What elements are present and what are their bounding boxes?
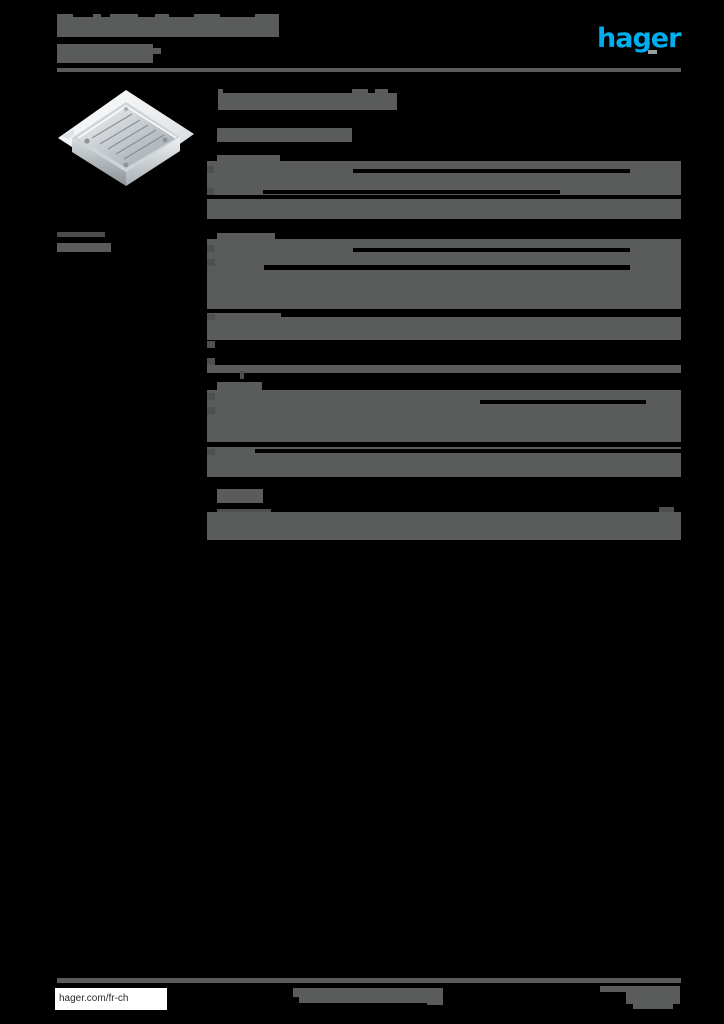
hager-logo: hager — [597, 23, 681, 54]
page-number-block — [626, 991, 680, 1004]
header-divider — [57, 68, 681, 72]
section-title-fragment — [352, 89, 368, 94]
title-fragment — [57, 14, 73, 19]
row-value-gap — [408, 344, 646, 348]
table-block-4-rows — [207, 512, 681, 540]
logo-underline-mark — [648, 50, 657, 54]
table-row-bullet — [207, 358, 215, 365]
table-row-marker — [240, 371, 244, 379]
table-row-bullet — [207, 166, 214, 173]
footer-text-fragment — [427, 996, 443, 1005]
table-block-4-value — [659, 507, 674, 512]
row-value-gap — [255, 449, 681, 453]
footer-website-link[interactable]: hager.com/fr-ch — [55, 988, 167, 1010]
section-title-fragment — [375, 89, 388, 94]
table-row-bullet — [207, 314, 215, 321]
row-value-gap — [281, 313, 681, 317]
table-row — [207, 320, 681, 340]
section-title-fragment — [344, 93, 397, 110]
footer-text-gap — [0, 15, 8, 20]
row-value-gap — [320, 360, 650, 364]
title-fragment — [110, 14, 138, 19]
footer-text-gap — [0, 0, 9, 5]
page-title-line-1 — [57, 17, 279, 37]
section-title — [218, 93, 344, 110]
section-title-fragment — [218, 89, 223, 94]
title-fragment — [155, 14, 169, 19]
table-block-2-rows — [207, 239, 681, 281]
table-block-4-subheading — [217, 509, 271, 514]
table-row — [207, 281, 681, 309]
table-row-bullet — [207, 449, 215, 456]
row-value-gap — [480, 400, 646, 404]
footer-center-text-line2 — [299, 995, 427, 1003]
table-block-3-rows — [207, 390, 681, 442]
footer-center-text — [293, 988, 443, 997]
table-row-bullet — [207, 245, 215, 252]
title-fragment — [194, 14, 220, 19]
table-block-1-heading — [217, 155, 280, 163]
row-value-gap — [263, 190, 560, 194]
page-number — [600, 986, 680, 992]
table-row — [207, 199, 681, 219]
footer-text-gap — [0, 5, 10, 10]
product-image — [52, 86, 200, 198]
table-row-bullet — [207, 188, 214, 195]
subheading — [217, 128, 352, 142]
page-header: hager — [0, 0, 724, 72]
table-row-bullet — [207, 259, 215, 266]
row-value-gap — [353, 169, 630, 173]
row-value-gap — [264, 265, 630, 270]
sidebar-label — [57, 243, 111, 252]
footer-text-gap — [0, 10, 9, 15]
table-row — [207, 365, 681, 373]
page-title-line-2 — [57, 44, 153, 63]
table-block-2-heading — [217, 233, 275, 241]
sidebar-label-underline — [57, 232, 105, 237]
table-row-bullet — [207, 341, 215, 348]
page-number-block — [633, 1003, 673, 1009]
table-row-bullet — [207, 393, 215, 400]
table-block-4-heading — [217, 489, 263, 503]
table-block-1-rows — [207, 161, 681, 195]
footer-divider — [57, 978, 681, 983]
table-row — [207, 455, 681, 477]
table-block-3-heading — [217, 382, 262, 390]
title-fragment — [153, 48, 161, 54]
title-fragment — [93, 14, 101, 19]
row-value-gap — [353, 248, 630, 252]
table-row-bullet — [207, 407, 215, 414]
title-fragment — [255, 14, 279, 19]
